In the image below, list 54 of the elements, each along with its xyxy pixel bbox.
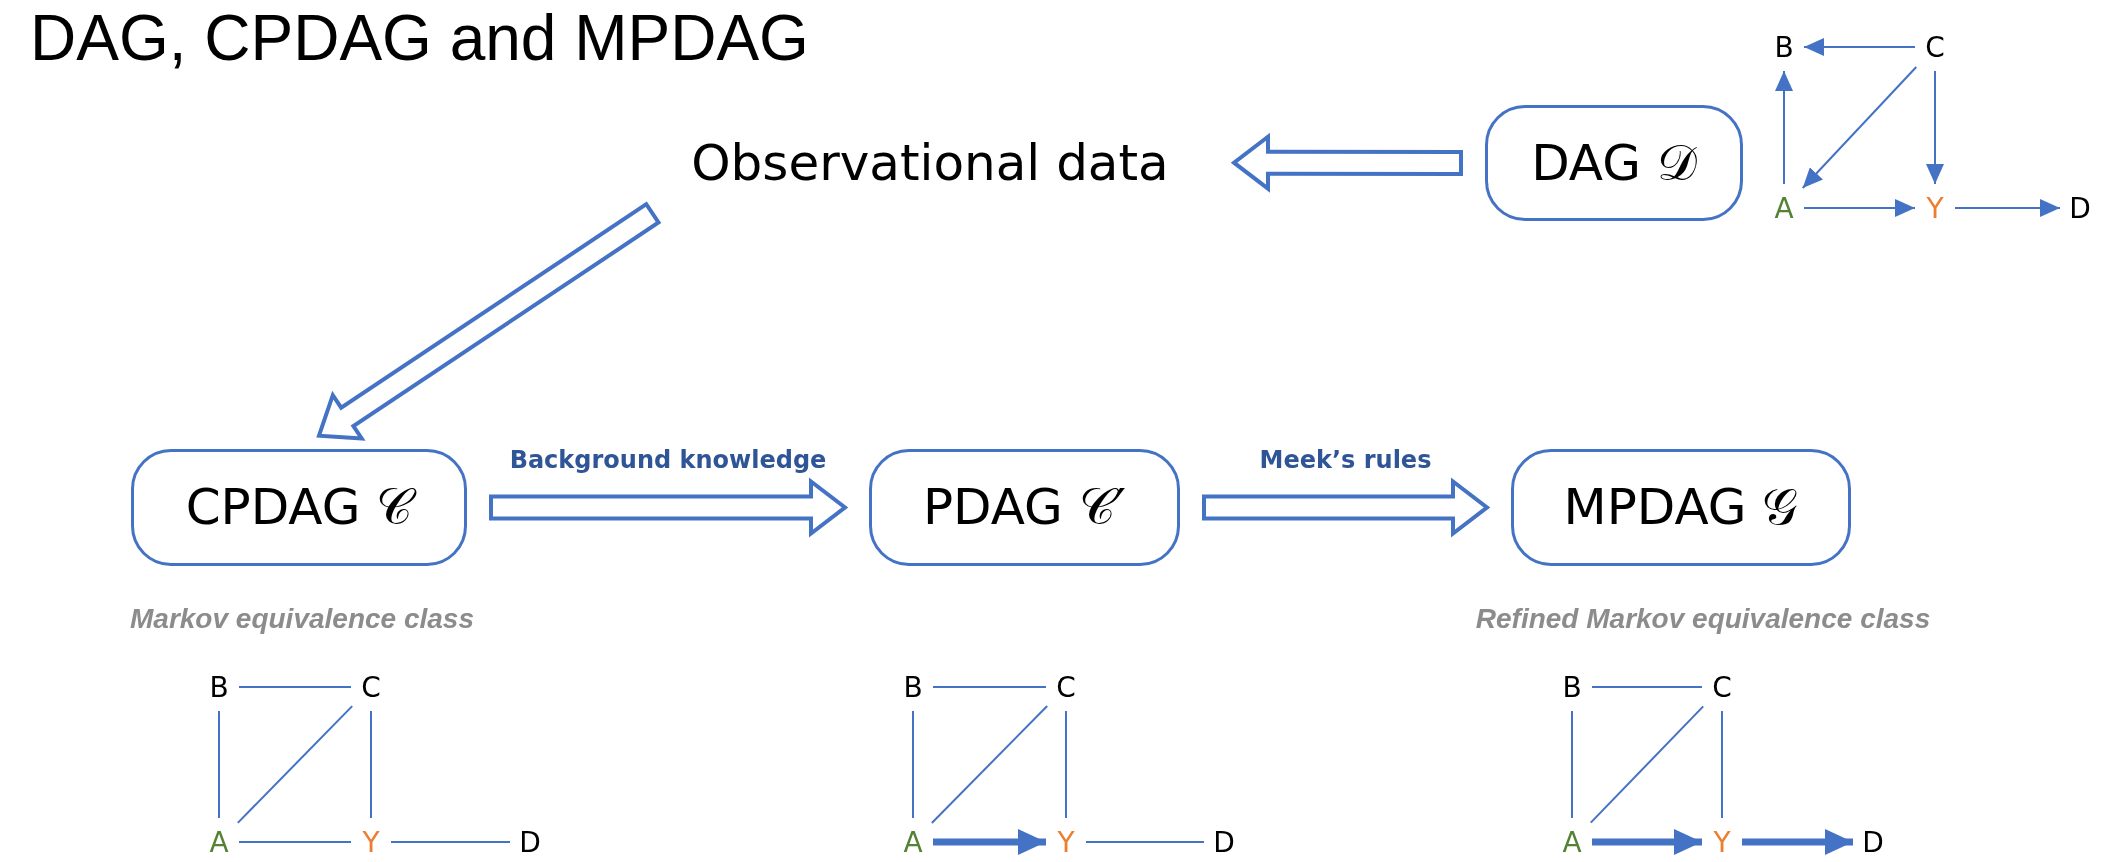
hollow-arrow bbox=[489, 477, 849, 538]
variable-label: A bbox=[1556, 822, 1588, 862]
graph-box: DAG 𝒟 bbox=[1485, 105, 1743, 221]
variable-label: D bbox=[2064, 188, 2096, 228]
hollow-arrow bbox=[316, 201, 662, 441]
arrow bbox=[1926, 70, 1944, 185]
title: DAG, CPDAG and MPDAG bbox=[30, 1, 809, 76]
arrow bbox=[1803, 38, 1916, 56]
class-caption: Refined Markov equivalence class bbox=[1475, 603, 1931, 635]
edge-line bbox=[390, 841, 511, 843]
hollow-arrow bbox=[1202, 477, 1491, 538]
class-caption: Markov equivalence class bbox=[130, 603, 474, 635]
edge-line bbox=[370, 710, 372, 819]
hollow-arrow bbox=[1230, 132, 1463, 193]
graph-box: CPDAG 𝒞 bbox=[131, 449, 467, 566]
edge-label: Meek’s rules bbox=[1259, 445, 1432, 474]
edge-line bbox=[1065, 710, 1067, 819]
variable-label: A bbox=[1768, 188, 1800, 228]
edge-line bbox=[932, 686, 1047, 688]
edge-label: Background knowledge bbox=[509, 445, 827, 474]
graph-box: PDAG 𝒞′ bbox=[869, 449, 1180, 566]
arrow bbox=[1801, 66, 1918, 189]
edge-line bbox=[218, 710, 220, 819]
arrow bbox=[1775, 70, 1793, 185]
variable-label: C bbox=[355, 667, 387, 707]
variable-label: Y bbox=[1919, 188, 1951, 228]
variable-label: A bbox=[897, 822, 929, 862]
variable-label: D bbox=[514, 822, 546, 862]
edge-line bbox=[236, 705, 354, 824]
edge-line bbox=[238, 686, 352, 688]
variable-label: Y bbox=[1050, 822, 1082, 862]
edge-line bbox=[1589, 705, 1705, 824]
arrow bbox=[1954, 199, 2061, 217]
edge-line bbox=[1721, 710, 1723, 819]
edge-line bbox=[1571, 710, 1573, 819]
variable-label: C bbox=[1050, 667, 1082, 707]
arrow bbox=[1803, 199, 1916, 217]
variable-label: B bbox=[1556, 667, 1588, 707]
variable-label: B bbox=[203, 667, 235, 707]
variable-label: C bbox=[1919, 27, 1951, 67]
variable-label: D bbox=[1208, 822, 1240, 862]
variable-label: Y bbox=[1706, 822, 1738, 862]
variable-label: C bbox=[1706, 667, 1738, 707]
variable-label: D bbox=[1857, 822, 1889, 862]
variable-label: B bbox=[1768, 27, 1800, 67]
edge-line bbox=[238, 841, 352, 843]
variable-label: B bbox=[897, 667, 929, 707]
edge-line bbox=[930, 705, 1049, 824]
graph-box: MPDAG 𝒢 bbox=[1511, 449, 1851, 566]
edge-line bbox=[1085, 841, 1205, 843]
variable-label: A bbox=[203, 822, 235, 862]
variable-label: Y bbox=[355, 822, 387, 862]
edge-line bbox=[1591, 686, 1703, 688]
edge-line bbox=[912, 710, 914, 819]
